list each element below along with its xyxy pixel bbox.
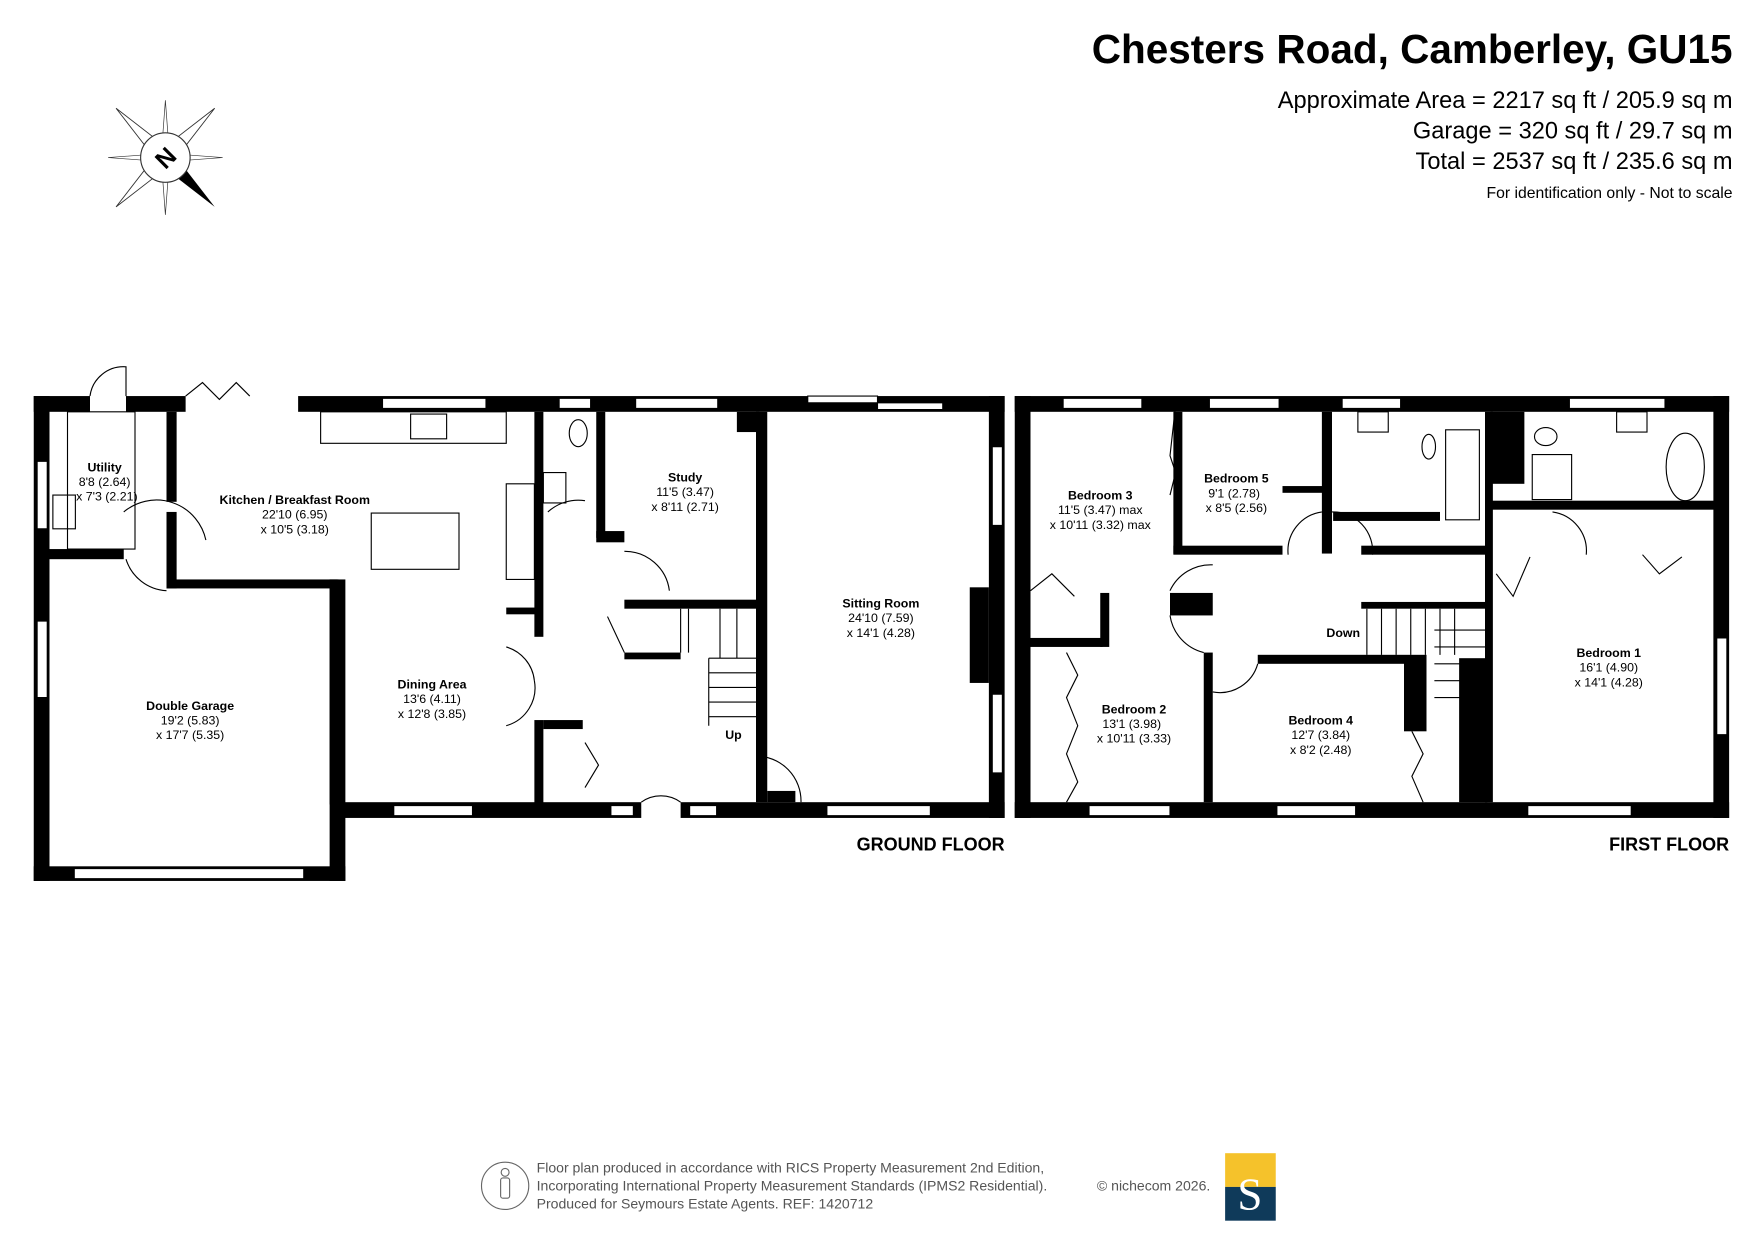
room-dimension: 11'5 (3.47) — [656, 485, 714, 499]
room-name: Double Garage — [146, 699, 234, 713]
room-name: Bedroom 5 — [1204, 472, 1269, 486]
room-dimension: 8'8 (2.64) — [79, 475, 131, 489]
room-bedroom-4: Bedroom 4 12'7 (3.84) x 8'2 (2.48) — [1288, 714, 1353, 757]
room-name: Study — [668, 471, 702, 485]
stairs-up-label: Up — [725, 728, 742, 742]
footer-line-1: Floor plan produced in accordance with R… — [537, 1159, 1045, 1175]
ground-floor-labels: Utility 8'8 (2.64) x 7'3 (2.21) Kitchen … — [76, 460, 1004, 854]
ground-floor-walls — [33, 366, 1005, 881]
room-dimension: x 14'1 (4.28) — [1575, 675, 1643, 689]
ground-floor-label: GROUND FLOOR — [857, 835, 1005, 855]
room-dimension: x 10'11 (3.32) max — [1050, 518, 1152, 532]
total-area: Total = 2537 sq ft / 235.6 sq m — [1416, 149, 1733, 175]
room-name: Bedroom 2 — [1102, 702, 1167, 716]
room-dimension: 11'5 (3.47) max — [1058, 503, 1143, 517]
room-bedroom-2: Bedroom 2 13'1 (3.98) x 10'11 (3.33) — [1097, 702, 1171, 745]
room-dining-area: Dining Area 13'6 (4.11) x 12'8 (3.85) — [398, 678, 467, 721]
room-bedroom-5: Bedroom 5 9'1 (2.78) x 8'5 (2.56) — [1204, 472, 1269, 515]
room-dimension: 9'1 (2.78) — [1208, 486, 1260, 500]
room-name: Bedroom 4 — [1288, 714, 1353, 728]
room-name: Bedroom 1 — [1576, 646, 1641, 660]
disclaimer: For identification only - Not to scale — [1487, 185, 1733, 202]
seymours-logo: S — [1225, 1153, 1276, 1221]
stairs-down-label: Down — [1326, 626, 1360, 640]
approx-area: Approximate Area = 2217 sq ft / 205.9 sq… — [1278, 88, 1733, 114]
room-dimension: x 10'11 (3.33) — [1097, 732, 1171, 746]
ipms-person-icon — [480, 1161, 530, 1210]
room-dimension: 24'10 (7.59) — [848, 611, 914, 625]
room-dimension: x 12'8 (3.85) — [398, 707, 466, 721]
room-study: Study 11'5 (3.47) x 8'11 (2.71) — [651, 471, 718, 514]
room-name: Kitchen / Breakfast Room — [220, 493, 370, 507]
first-floor-walls — [1014, 396, 1730, 818]
room-kitchen: Kitchen / Breakfast Room 22'10 (6.95) x … — [220, 493, 370, 536]
first-floor-label: FIRST FLOOR — [1609, 835, 1729, 855]
garage-area: Garage = 320 sq ft / 29.7 sq m — [1413, 118, 1733, 144]
room-double-garage: Double Garage 19'2 (5.83) x 17'7 (5.35) — [146, 699, 234, 742]
room-bedroom-1: Bedroom 1 16'1 (4.90) x 14'1 (4.28) — [1575, 646, 1643, 689]
room-sitting-room: Sitting Room 24'10 (7.59) x 14'1 (4.28) — [842, 597, 919, 640]
room-dimension: 13'6 (4.11) — [403, 692, 461, 706]
footer: Floor plan produced in accordance with R… — [480, 1153, 1276, 1221]
room-dimension: 12'7 (3.84) — [1291, 728, 1350, 742]
room-dimension: 22'10 (6.95) — [262, 508, 328, 522]
room-name: Dining Area — [398, 678, 467, 692]
header: Chesters Road, Camberley, GU15 Approxima… — [1092, 26, 1733, 202]
room-dimension: x 14'1 (4.28) — [847, 626, 915, 640]
first-floor-labels: Bedroom 3 11'5 (3.47) max x 10'11 (3.32)… — [1050, 472, 1729, 855]
room-utility: Utility 8'8 (2.64) x 7'3 (2.21) — [76, 460, 137, 503]
room-dimension: x 8'2 (2.48) — [1290, 743, 1351, 757]
room-dimension: 16'1 (4.90) — [1579, 661, 1638, 675]
room-dimension: 13'1 (3.98) — [1102, 717, 1161, 731]
room-name: Bedroom 3 — [1068, 489, 1133, 503]
room-dimension: x 10'5 (3.18) — [261, 522, 329, 536]
room-dimension: 19'2 (5.83) — [161, 714, 220, 728]
room-name: Sitting Room — [842, 597, 919, 611]
room-bedroom-3: Bedroom 3 11'5 (3.47) max x 10'11 (3.32)… — [1050, 489, 1152, 532]
room-dimension: x 17'7 (5.35) — [156, 728, 224, 742]
room-dimension: x 8'5 (2.56) — [1206, 501, 1267, 515]
footer-line-2: Incorporating International Property Mea… — [537, 1177, 1048, 1193]
room-dimension: x 8'11 (2.71) — [651, 500, 718, 514]
compass-north-icon: N — [108, 100, 223, 215]
room-name: Utility — [87, 460, 121, 474]
footer-line-3: Produced for Seymours Estate Agents. REF… — [537, 1195, 874, 1211]
footer-copyright: © nichecom 2026. — [1097, 1177, 1210, 1193]
room-dimension: x 7'3 (2.21) — [76, 490, 137, 504]
logo-letter: S — [1237, 1169, 1262, 1219]
property-title: Chesters Road, Camberley, GU15 — [1092, 26, 1733, 72]
